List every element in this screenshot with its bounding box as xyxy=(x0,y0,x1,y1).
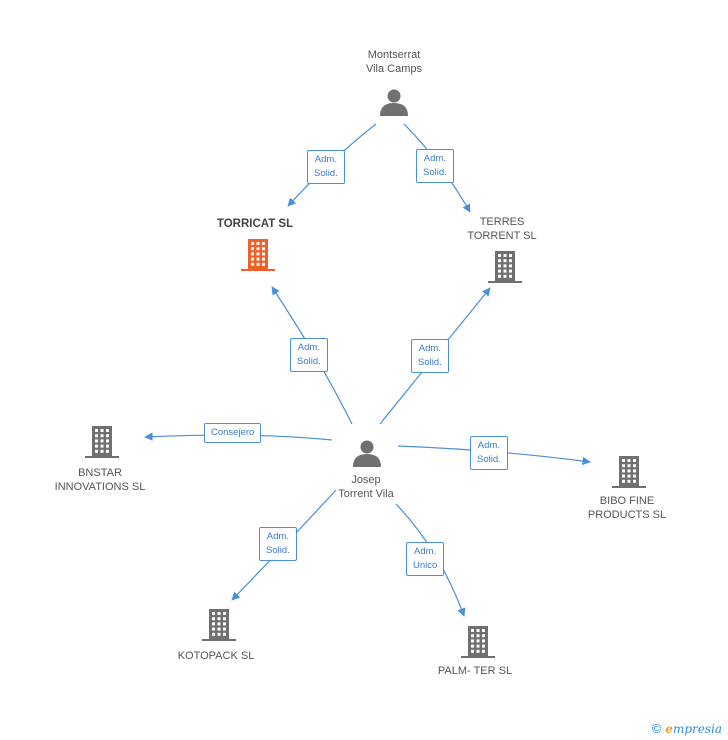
brand-logo: empresia xyxy=(665,722,722,736)
node-label-palmter[interactable]: PALM- TER SL xyxy=(405,664,545,678)
node-label-line: KOTOPACK SL xyxy=(177,650,255,662)
edge-label-montserrat-torricat: Adm. Solid. xyxy=(307,150,345,184)
node-label-line: Torrent Vila xyxy=(338,488,394,500)
node-label-line: PRODUCTS SL xyxy=(587,509,667,521)
brand-footer: © empresia xyxy=(652,721,722,736)
building-icon-bnstar[interactable] xyxy=(85,426,119,458)
node-label-terres[interactable]: TERRES TORRENT SL xyxy=(432,215,572,243)
building-icon-kotopack[interactable] xyxy=(202,609,236,641)
node-label-line: BNSTAR xyxy=(78,467,122,479)
node-label-line: TORRICAT SL xyxy=(216,218,294,230)
edge-label-josep-torricat: Adm. Solid. xyxy=(290,338,328,372)
edge-label-line: Solid. xyxy=(418,357,442,368)
edge-label-line: Adm. xyxy=(414,546,437,557)
edge-label-josep-bibo: Adm. Solid. xyxy=(470,436,508,470)
building-icon-bibo[interactable] xyxy=(612,456,646,488)
node-label-josep[interactable]: Josep Torrent Vila xyxy=(296,473,436,501)
node-label-bibo[interactable]: BIBO FINE PRODUCTS SL xyxy=(557,494,697,522)
node-label-line: Montserrat xyxy=(367,49,421,61)
edge-label-josep-palmter: Adm. Unico xyxy=(406,542,445,576)
edge-label-josep-bnstar: Consejero xyxy=(204,423,262,443)
node-label-line: BIBO FINE xyxy=(599,495,655,507)
edge-label-line: Adm. xyxy=(477,440,500,451)
node-label-torricat[interactable]: TORRICAT SL xyxy=(185,217,325,231)
edge-label-line: Consejero xyxy=(211,427,255,438)
edge-label-line: Solid. xyxy=(266,545,290,556)
brand-logo-text: mpresia xyxy=(672,721,722,736)
node-label-kotopack[interactable]: KOTOPACK SL xyxy=(146,649,286,663)
node-label-line: TERRES xyxy=(479,216,525,228)
edge-label-line: Solid. xyxy=(297,356,321,367)
person-icon-josep[interactable] xyxy=(353,440,381,468)
edge-label-line: Adm. xyxy=(266,531,289,542)
node-label-line: Vila Camps xyxy=(365,63,423,75)
node-label-line: Josep xyxy=(351,474,381,486)
person-icon-montserrat[interactable] xyxy=(380,89,408,117)
building-icon-terres[interactable] xyxy=(488,251,522,283)
copyright-icon: © xyxy=(651,721,662,736)
edge-label-josep-kotopack: Adm. Solid. xyxy=(259,527,297,561)
brand-logo-initial: e xyxy=(665,721,673,736)
building-icon-palmter[interactable] xyxy=(461,626,495,658)
node-label-line: TORRENT SL xyxy=(467,230,537,242)
edge-label-montserrat-terres: Adm. Solid. xyxy=(416,149,454,183)
edge-label-line: Adm. xyxy=(297,342,320,353)
node-label-line: INNOVATIONS SL xyxy=(54,481,146,493)
edge-label-line: Solid. xyxy=(477,454,501,465)
edge-label-line: Solid. xyxy=(314,168,338,179)
building-icon-torricat[interactable] xyxy=(241,239,275,271)
edge-label-line: Solid. xyxy=(423,167,447,178)
edge-label-josep-terres: Adm. Solid. xyxy=(411,339,449,373)
edge-label-line: Adm. xyxy=(423,153,446,164)
edge-label-line: Adm. xyxy=(314,154,337,165)
node-label-bnstar[interactable]: BNSTAR INNOVATIONS SL xyxy=(30,466,170,494)
edge-label-line: Adm. xyxy=(418,343,441,354)
edge-label-line: Unico xyxy=(413,560,438,571)
node-label-line: PALM- TER SL xyxy=(437,665,513,677)
node-label-montserrat[interactable]: Montserrat Vila Camps xyxy=(324,48,464,76)
